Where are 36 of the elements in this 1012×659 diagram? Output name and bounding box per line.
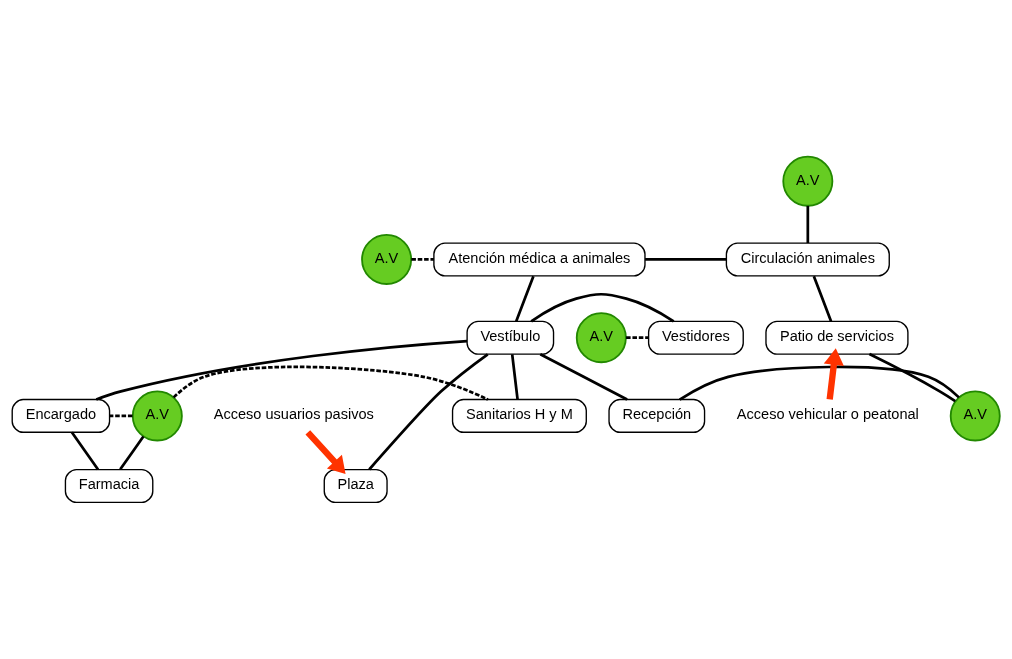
connector: [530, 292, 675, 323]
connector: [645, 258, 727, 261]
connector: [510, 354, 519, 400]
arrow: [823, 348, 844, 400]
connector: [411, 258, 434, 261]
connector: [109, 414, 133, 418]
connector: [678, 365, 960, 401]
connector: [806, 205, 810, 243]
connector: [70, 431, 100, 471]
node-text: Acceso vehicular o peatonal: [736, 406, 919, 423]
connector: [514, 275, 535, 322]
node-box: Vestíbulo: [466, 320, 555, 355]
node-box: Vestidores: [647, 320, 744, 355]
node-circle: A.V: [782, 155, 834, 207]
node-box: Sanitarios H y M: [451, 398, 587, 433]
node-box: Encargado: [11, 398, 111, 433]
node-box: Patio de servicios: [765, 320, 909, 355]
node-box: Plaza: [323, 468, 388, 504]
connector: [539, 353, 628, 401]
node-circle: A.V: [949, 390, 1001, 442]
node-text: Acceso usuarios pasivos: [213, 406, 374, 423]
connector: [368, 353, 489, 471]
node-circle: A.V: [575, 312, 627, 364]
connector: [172, 365, 489, 401]
node-box: Circulación animales: [725, 242, 890, 277]
connector: [626, 336, 649, 340]
node-circle: A.V: [361, 233, 413, 285]
node-box: Farmacia: [64, 468, 154, 504]
arrow: [305, 430, 346, 474]
node-box: Recepción: [608, 398, 706, 433]
connector: [868, 352, 956, 403]
connector: [119, 435, 145, 471]
connector: [95, 339, 468, 401]
node-circle: A.V: [131, 390, 183, 442]
node-box: Atención médica a animales: [433, 242, 646, 277]
connector: [812, 275, 833, 322]
